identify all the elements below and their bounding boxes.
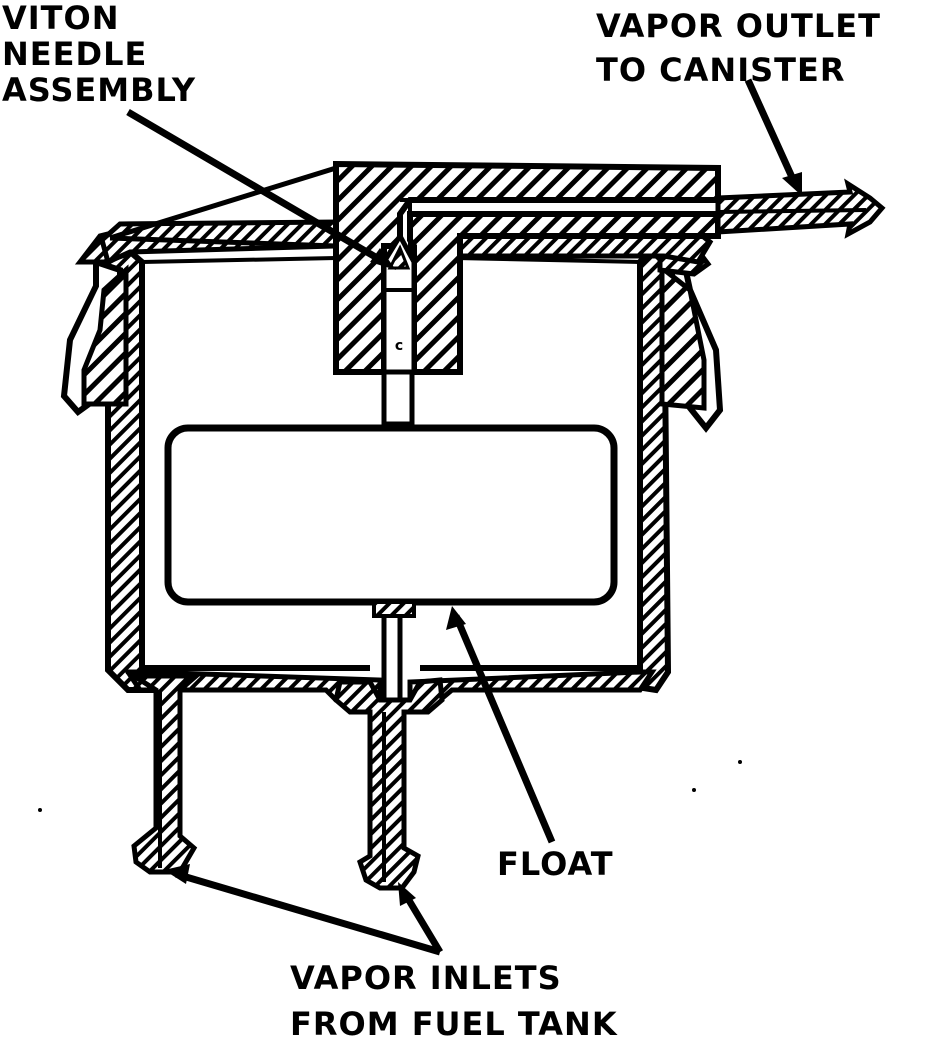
vapor-inlets-label-line-2: FROM FUEL TANK bbox=[290, 1005, 618, 1043]
viton-leader bbox=[109, 108, 396, 270]
viton-label-line-3: ASSEMBLY bbox=[2, 71, 197, 109]
outlet-arrow bbox=[744, 78, 802, 196]
float bbox=[164, 424, 618, 700]
viton-label-line-1: VITON bbox=[2, 0, 120, 37]
center-inlet-tube bbox=[333, 677, 445, 891]
viton-label-line-2: NEEDLE bbox=[2, 35, 148, 73]
vapor-inlets-label-line-1: VAPOR INLETS bbox=[290, 959, 562, 997]
vapor-inlets-label: VAPOR INLETS FROM FUEL TANK bbox=[290, 955, 618, 1047]
float-label: FLOAT bbox=[497, 845, 614, 883]
float-leader bbox=[446, 606, 556, 844]
left-inlet-tube bbox=[125, 673, 203, 875]
svg-text:c: c bbox=[395, 338, 403, 354]
viton-needle: c bbox=[381, 230, 417, 427]
vapor-outlet-label-line-2: TO CANISTER bbox=[596, 51, 846, 89]
inlet-arrows bbox=[164, 864, 444, 956]
right-flange bbox=[657, 245, 724, 433]
vapor-outlet-label: VAPOR OUTLET TO CANISTER bbox=[596, 4, 881, 92]
vapor-outlet-label-line-1: VAPOR OUTLET bbox=[596, 7, 881, 45]
outlet-nipple bbox=[715, 178, 886, 239]
viton-needle-assembly-label: VITON NEEDLE ASSEMBLY bbox=[2, 0, 196, 108]
